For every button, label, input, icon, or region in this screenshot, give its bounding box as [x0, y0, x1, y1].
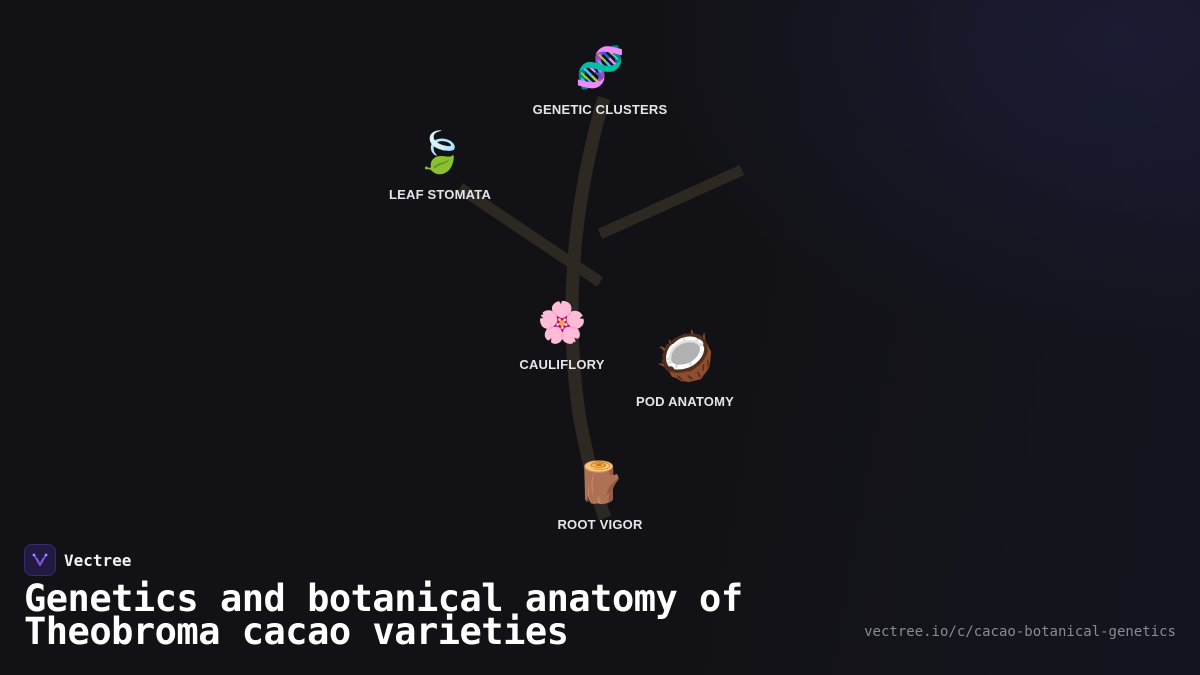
page-url[interactable]: vectree.io/c/cacao-botanical-genetics [864, 624, 1176, 640]
node-leaf-stomata[interactable]: 🍃 LEAF STOMATA [389, 129, 491, 202]
page-title: Genetics and botanical anatomy of Theobr… [24, 577, 824, 653]
title-line-1: Genetics and botanical anatomy of [24, 577, 743, 620]
node-label: CAULIFLORY [519, 357, 605, 372]
node-pod-anatomy[interactable]: 🥥 POD ANATOMY [636, 328, 734, 409]
branch-left [456, 183, 604, 287]
dna-icon: 🧬 [575, 45, 625, 91]
node-genetic-clusters[interactable]: 🧬 GENETIC CLUSTERS [533, 44, 668, 117]
title-line-2: Theobroma cacao varieties [24, 610, 569, 653]
node-label: GENETIC CLUSTERS [532, 102, 668, 117]
coconut-icon: 🥥 [655, 328, 715, 384]
node-label: ROOT VIGOR [557, 517, 643, 532]
node-root-vigor[interactable]: 🪵 ROOT VIGOR [557, 459, 642, 532]
trunk [565, 96, 612, 521]
leaf-icon: 🍃 [415, 130, 465, 176]
node-cauliflory[interactable]: 🌸 CAULIFLORY [519, 299, 604, 372]
node-label: LEAF STOMATA [388, 187, 492, 202]
branch-right [597, 164, 745, 240]
brand: Vectree [24, 544, 131, 576]
branching-tree-icon [24, 544, 56, 576]
blossom-icon: 🌸 [537, 300, 587, 346]
wood-log-icon: 🪵 [575, 460, 625, 506]
brand-name: Vectree [64, 550, 132, 570]
node-label: POD ANATOMY [635, 394, 735, 409]
